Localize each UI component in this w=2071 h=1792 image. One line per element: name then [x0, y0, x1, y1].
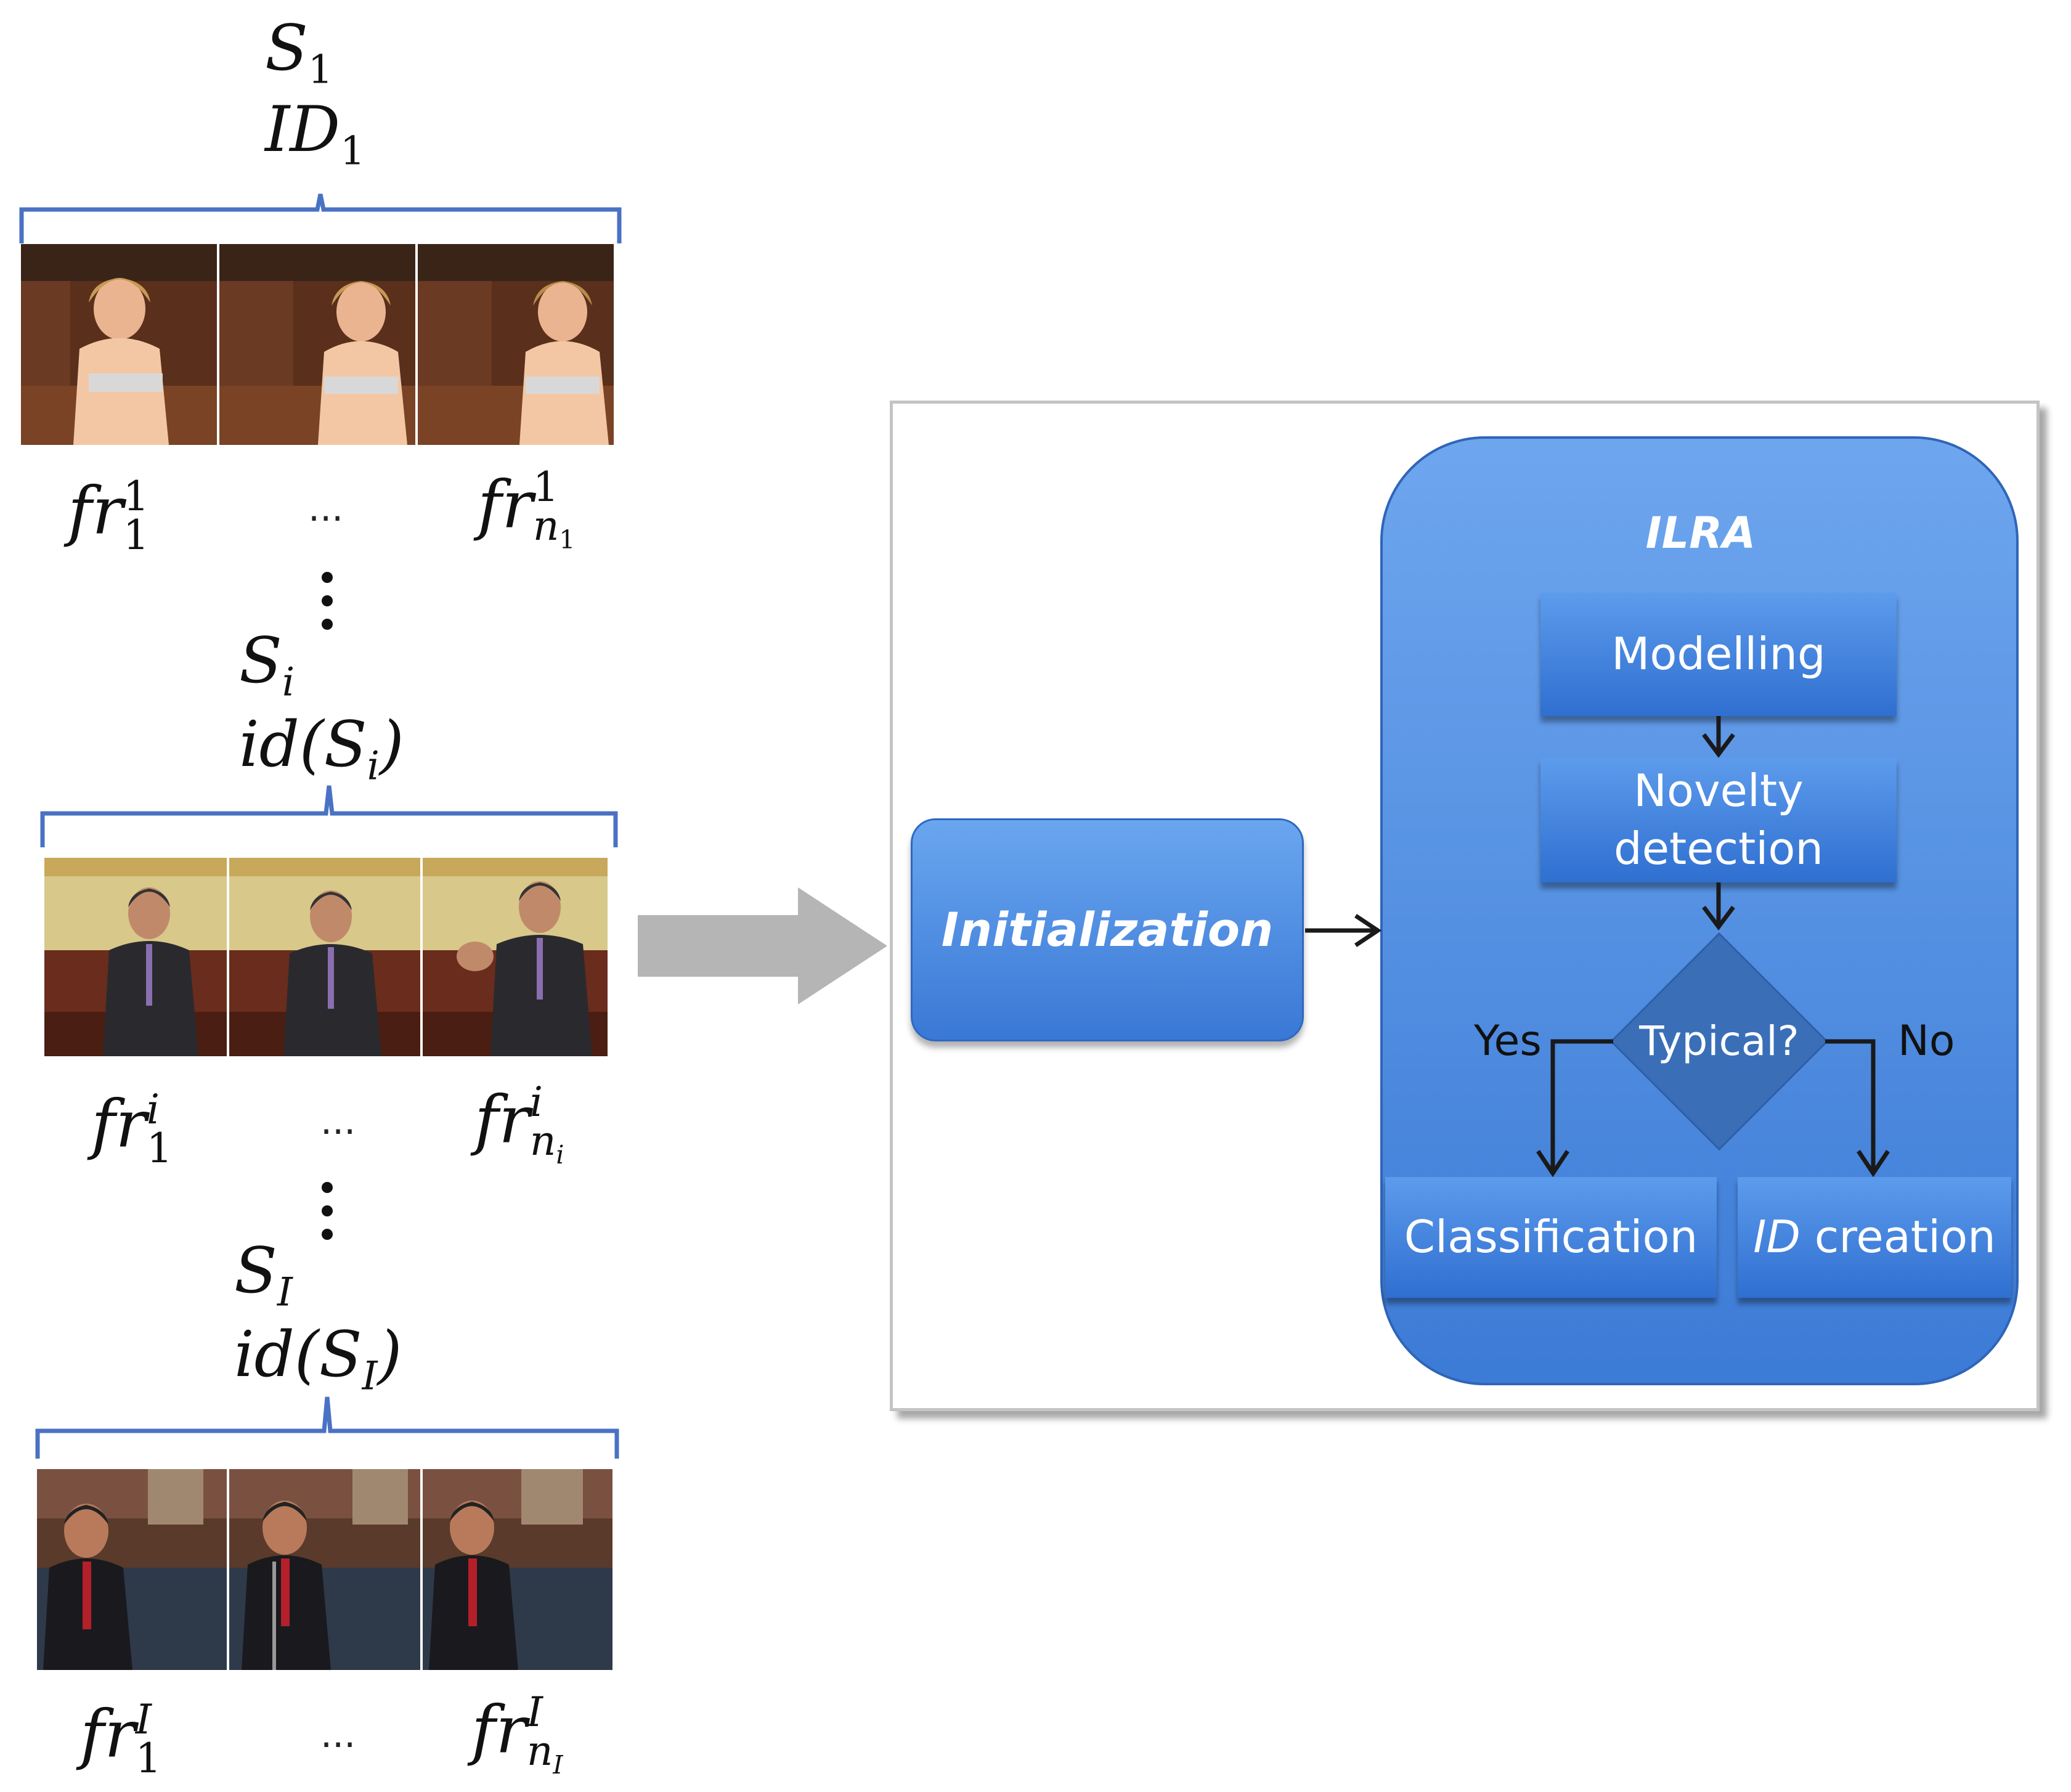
- initialization-box: Initialization: [911, 818, 1304, 1041]
- modelling-box: Modelling: [1540, 593, 1897, 716]
- yes-label: Yes: [1474, 1017, 1542, 1065]
- segment-1-label: S1: [265, 12, 333, 92]
- no-label: No: [1898, 1017, 1955, 1065]
- frame-thumbnail: [423, 1469, 612, 1670]
- segment-1-brace: [19, 193, 622, 243]
- id-creation-italic: ID: [1753, 1211, 1800, 1263]
- segment-1-frames: [21, 244, 614, 445]
- frame-thumbnail: [21, 244, 217, 445]
- segment-i-brace: [40, 785, 618, 847]
- id-creation-rest: creation: [1800, 1211, 1996, 1263]
- segment-i-frames: [44, 858, 608, 1056]
- vertical-ellipsis: [322, 1182, 334, 1252]
- ellipsis: ...: [320, 1100, 356, 1143]
- frame-thumbnail: [229, 858, 420, 1056]
- frame-thumbnail: [37, 1469, 227, 1670]
- novelty-line-1: Novelty: [1634, 765, 1804, 817]
- segment-I-frames: [37, 1469, 612, 1670]
- novelty-detection-box: Novelty detection: [1540, 758, 1897, 882]
- ellipsis: ...: [320, 1713, 356, 1756]
- frame-thumbnail: [229, 1469, 420, 1670]
- segment-I-id-label: id(SI): [234, 1318, 402, 1399]
- novelty-line-2: detection: [1613, 823, 1824, 874]
- frame-thumbnail: [418, 244, 614, 445]
- classification-box: Classification: [1385, 1177, 1717, 1298]
- segment-i-id-label: id(Si): [239, 708, 404, 789]
- segment-I-label: SI: [234, 1234, 293, 1315]
- big-arrow: [638, 887, 887, 1004]
- segment-i-label: Si: [239, 624, 295, 705]
- frame-thumbnail: [44, 858, 227, 1056]
- frame-thumbnail: [423, 858, 608, 1056]
- decision-diamond: [1609, 932, 1829, 1151]
- vertical-ellipsis: [322, 572, 334, 642]
- segment-1-id-label: ID1: [265, 93, 365, 174]
- ilra-title: ILRA: [1645, 507, 1756, 558]
- frame-thumbnail: [219, 244, 415, 445]
- decision-label: Typical?: [1639, 1017, 1799, 1065]
- segment-I-brace: [35, 1396, 619, 1459]
- ellipsis: ...: [308, 487, 344, 530]
- id-creation-box: ID creation: [1738, 1177, 2011, 1298]
